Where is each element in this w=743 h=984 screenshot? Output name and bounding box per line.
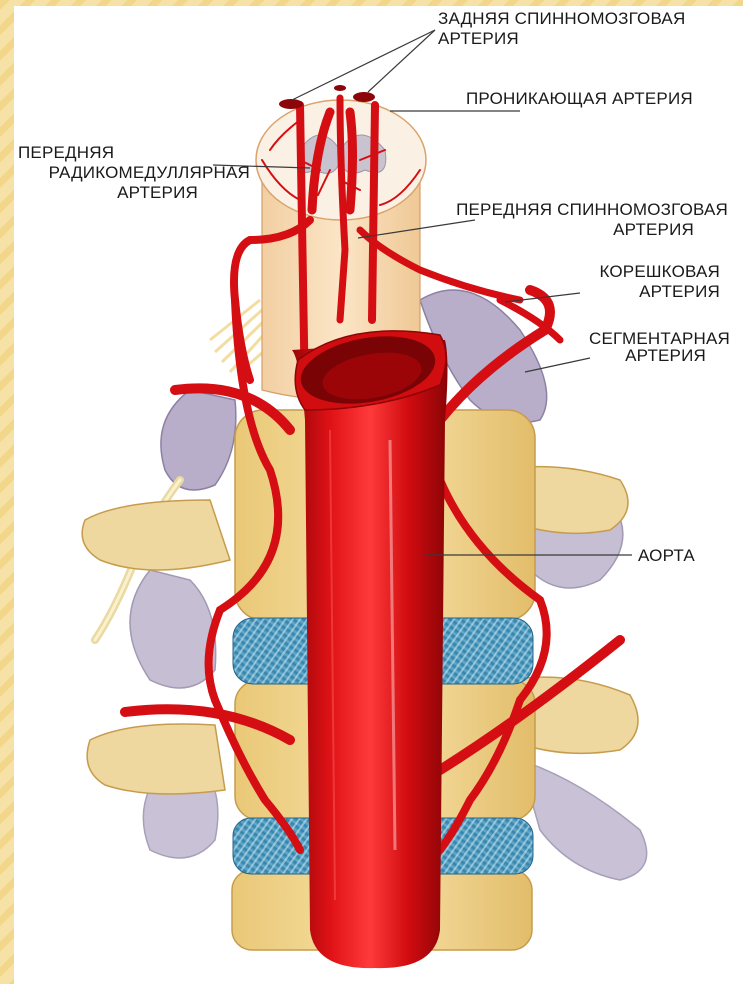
label-anterior-radiculomedullary-line2: РАДИКОМЕДУЛЛЯРНАЯ <box>12 163 250 183</box>
label-segmental-artery-line2: АРТЕРИЯ <box>570 347 730 364</box>
label-segmental-artery: СЕГМЕНТАРНАЯ АРТЕРИЯ <box>570 330 730 364</box>
label-radicular-artery-line1: КОРЕШКОВАЯ <box>560 262 720 282</box>
label-anterior-spinal-artery-line2: АРТЕРИЯ <box>428 220 728 240</box>
label-posterior-spinal-artery-line2: АРТЕРИЯ <box>438 29 685 49</box>
label-anterior-spinal-artery-line1: ПЕРЕДНЯЯ СПИННОМОЗГОВАЯ <box>428 200 728 220</box>
label-posterior-spinal-artery-line1: ЗАДНЯЯ СПИННОМОЗГОВАЯ <box>438 9 685 29</box>
label-segmental-artery-line1: СЕГМЕНТАРНАЯ <box>570 330 730 347</box>
label-anterior-radiculomedullary-artery: ПЕРЕДНЯЯ РАДИКОМЕДУЛЛЯРНАЯ АРТЕРИЯ <box>12 143 250 203</box>
label-aorta: АОРТА <box>638 546 695 566</box>
label-aorta-text: АОРТА <box>638 546 695 566</box>
label-anterior-radiculomedullary-line3: АРТЕРИЯ <box>12 183 250 203</box>
label-radicular-artery-line2: АРТЕРИЯ <box>560 282 720 302</box>
label-anterior-radiculomedullary-line1: ПЕРЕДНЯЯ <box>12 143 250 163</box>
aorta-vessel <box>292 327 448 968</box>
label-radicular-artery: КОРЕШКОВАЯ АРТЕРИЯ <box>560 262 720 302</box>
label-penetrating-artery: ПРОНИКАЮЩАЯ АРТЕРИЯ <box>466 89 693 109</box>
label-penetrating-artery-text: ПРОНИКАЮЩАЯ АРТЕРИЯ <box>466 89 693 109</box>
label-anterior-spinal-artery: ПЕРЕДНЯЯ СПИННОМОЗГОВАЯ АРТЕРИЯ <box>428 200 728 240</box>
label-posterior-spinal-artery: ЗАДНЯЯ СПИННОМОЗГОВАЯ АРТЕРИЯ <box>438 9 685 49</box>
